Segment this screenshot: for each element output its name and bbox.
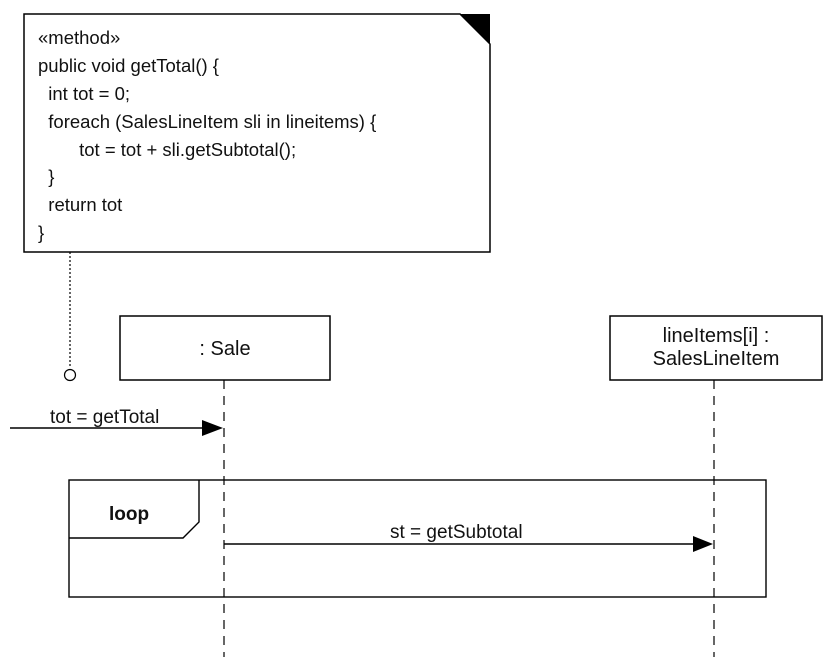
note-anchor-circle: [63, 368, 77, 382]
loop-message-label: st = getSubtotal: [390, 522, 523, 543]
note-line-close-method: }: [38, 222, 45, 243]
note-line-return: return tot: [38, 194, 123, 215]
note-line-accumulate: tot = tot + sli.getSubtotal();: [38, 139, 297, 160]
note-line-stereotype: «method»: [38, 27, 121, 48]
loop-frame-label-box: [69, 480, 200, 539]
method-note-box: [23, 13, 491, 253]
saleslineitem-lifeline-box: [609, 315, 823, 381]
incoming-message-label: tot = getTotal: [50, 407, 160, 428]
incoming-message-arrowhead: [202, 420, 223, 436]
saleslineitem-lifeline-label: lineItems[i] : SalesLineItem: [652, 325, 780, 370]
note-line-signature: public void getTotal() {: [38, 55, 219, 76]
loop-frame-operator-label: loop: [109, 504, 150, 525]
loop-message-arrowhead: [693, 536, 713, 552]
note-line-foreach: foreach (SalesLineItem sli in lineitems)…: [38, 111, 377, 132]
note-line-close-loop: }: [38, 166, 55, 187]
note-folded-corner: [460, 14, 490, 44]
sale-lifeline-label: : Sale: [199, 338, 251, 360]
note-line-init: int tot = 0;: [38, 83, 131, 104]
sale-lifeline-box: [119, 315, 331, 381]
